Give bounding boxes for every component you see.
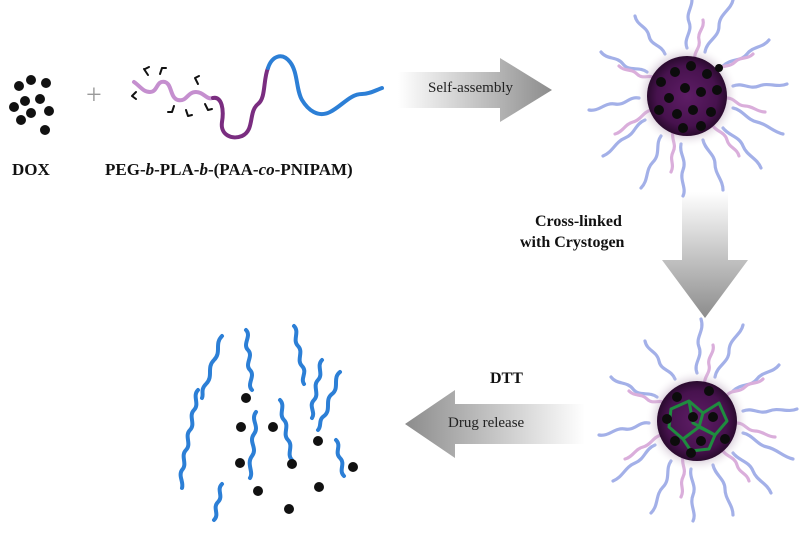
- triblock-copolymer: [131, 54, 384, 140]
- self-assembly-arrow: [398, 58, 552, 122]
- paa-pnipam-block: [266, 54, 384, 117]
- self-assembly-label: Self-assembly: [428, 80, 513, 96]
- pla-block: [211, 66, 270, 140]
- drug-release-arrow: [405, 390, 585, 458]
- crosslink-label-line1: Cross-linked: [535, 213, 622, 230]
- released-dox: [235, 393, 358, 514]
- polymer-label-italic: co: [258, 160, 275, 179]
- polymer-label-part: -PLA-: [154, 160, 200, 179]
- polymer-label: PEG-b-PLA-b-(PAA-co-PNIPAM): [105, 160, 353, 180]
- crosslink-label-line2: with Crystogen: [520, 234, 625, 251]
- plus-sign: +: [86, 80, 102, 111]
- dtt-label: DTT: [490, 370, 523, 387]
- polymer-label-italic: b: [199, 160, 208, 179]
- dox-label: DOX: [12, 160, 50, 179]
- released-chains: [178, 324, 346, 522]
- polymer-label-part: PEG-: [105, 160, 146, 179]
- crosslinker-network: [667, 399, 729, 453]
- peg-block: [132, 79, 215, 103]
- micelle-loaded: [587, 0, 789, 198]
- polymer-label-italic: b: [145, 160, 155, 179]
- side-ticks: [131, 66, 213, 117]
- polymer-label-part: -(PAA-: [207, 160, 259, 179]
- micelle-dox: [654, 61, 723, 133]
- drug-release-label: Drug release: [448, 415, 525, 431]
- crosslinked-dox: [662, 386, 730, 458]
- polymer-label-part: -PNIPAM): [274, 160, 353, 179]
- micelle-crosslinked: [597, 317, 799, 523]
- dox-dots: [9, 75, 54, 135]
- crosslink-arrow: [662, 192, 748, 318]
